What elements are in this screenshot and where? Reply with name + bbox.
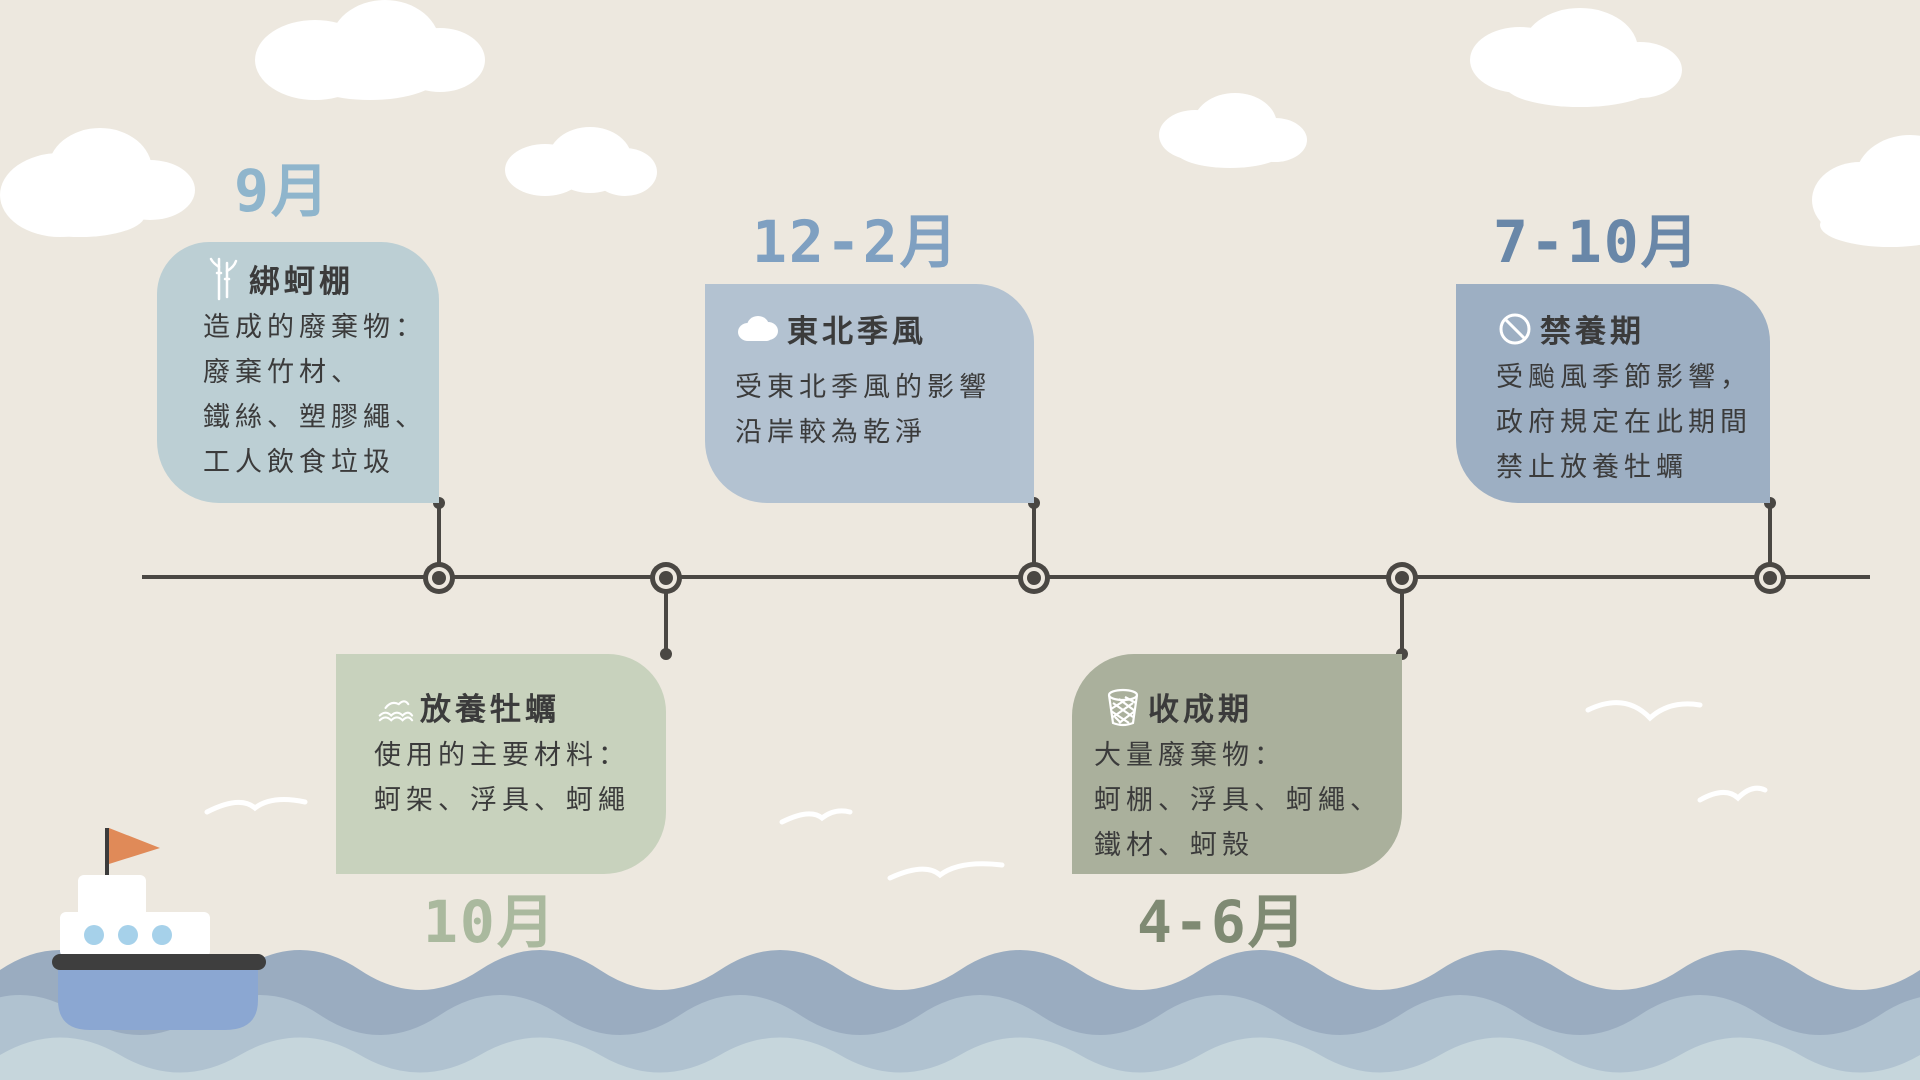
event-line: 受東北季風的影響 [735,372,991,403]
timeline-node [1018,562,1050,594]
event-line: 工人飲食垃圾 [203,447,395,478]
basket-icon [1104,688,1142,726]
event-title: 收成期 [1148,692,1253,728]
event-title: 綁蚵棚 [249,264,354,300]
no-entry-icon [1496,310,1534,348]
timeline-node [423,562,455,594]
waves [0,950,1920,1080]
event-description: 造成的廢棄物： 廢棄竹材、 鐵絲、塑膠繩、 工人飲食垃圾 [203,305,439,485]
event-line: 禁止放養牡蠣 [1496,452,1688,483]
event-line: 鐵絲、塑膠繩、 [203,402,427,433]
event-description: 使用的主要材料： 蚵架、浮具、蚵繩 [374,733,666,823]
timeline-node [1754,562,1786,594]
cloud-icon [255,0,485,100]
event-description: 受東北季風的影響 沿岸較為乾淨 [735,365,1034,455]
timeline-node [1386,562,1418,594]
event-title-row: 禁養期 [1496,306,1770,351]
event-line: 使用的主要材料： [374,740,630,771]
event-title: 放養牡蠣 [420,692,560,728]
event-title-row: 收成期 [1104,684,1402,729]
month-label: 4-6月 [1137,888,1308,956]
timeline-nodes [423,562,1786,594]
event-title: 東北季風 [787,314,927,350]
event-line: 鐵材、蚵殼 [1094,830,1254,861]
event-title: 禁養期 [1540,314,1645,350]
event-card: 東北季風 受東北季風的影響 沿岸較為乾淨 [705,284,1034,503]
timeline-node [650,562,682,594]
cloud-icon [0,128,195,237]
event-card: 禁養期 受颱風季節影響， 政府規定在此期間 禁止放養牡蠣 [1456,284,1770,503]
event-description: 大量廢棄物： 蚵棚、浮具、蚵繩、 鐵材、蚵殼 [1094,733,1402,868]
event-card: 綁蚵棚 造成的廢棄物： 廢棄竹材、 鐵絲、塑膠繩、 工人飲食垃圾 [157,242,439,503]
timeline-axis [142,503,1870,654]
event-line: 受颱風季節影響， [1496,362,1752,393]
event-line: 蚵棚、浮具、蚵繩、 [1094,785,1382,816]
oyster-icon [376,688,414,726]
event-line: 廢棄竹材、 [203,357,363,388]
month-label: 10月 [423,888,557,956]
event-line: 政府規定在此期間 [1496,407,1752,438]
boat-icon [52,828,266,1030]
cloud-icon [505,127,657,196]
event-title-row: 綁蚵棚 [205,256,439,301]
cloud-icon [1159,93,1307,168]
event-card: 放養牡蠣 使用的主要材料： 蚵架、浮具、蚵繩 [336,654,666,874]
month-label: 7-10月 [1493,208,1701,276]
clouds [0,0,1920,247]
event-title-row: 東北季風 [735,306,1034,351]
event-line: 蚵架、浮具、蚵繩 [374,785,630,816]
month-label: 9月 [234,157,331,225]
birds [204,700,1768,881]
event-line: 造成的廢棄物： [203,312,427,343]
event-title-row: 放養牡蠣 [376,684,666,729]
cloud-icon [1812,135,1920,247]
event-line: 沿岸較為乾淨 [735,417,927,448]
cloud-icon [735,310,781,348]
event-description: 受颱風季節影響， 政府規定在此期間 禁止放養牡蠣 [1496,355,1770,490]
event-line: 大量廢棄物： [1094,740,1286,771]
flag-icon [109,828,160,864]
cloud-icon [1470,8,1682,107]
month-label: 12-2月 [752,208,960,276]
bamboo-icon [205,257,243,300]
event-card: 收成期 大量廢棄物： 蚵棚、浮具、蚵繩、 鐵材、蚵殼 [1072,654,1402,874]
